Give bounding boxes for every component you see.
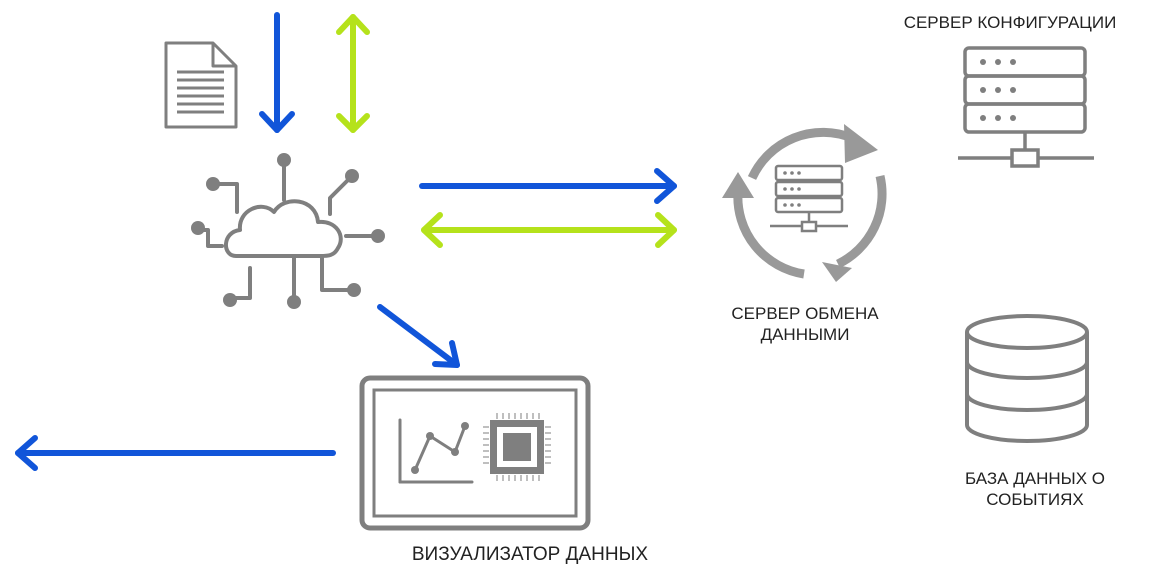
cloud-network-icon (198, 160, 378, 302)
document-icon (164, 41, 238, 129)
visualizer-label: ВИЗУАЛИЗАТОР ДАННЫХ (411, 544, 649, 565)
event-db-label: БАЗА ДАННЫХ О СОБЫТИЯХ (964, 469, 1105, 509)
cloud-network-nodes (191, 153, 385, 309)
exchange-server-label: СЕРВЕР ОБМЕНА ДАННЫМИ (731, 304, 879, 344)
chip-icon (483, 413, 551, 481)
server-rack-icon (958, 46, 1094, 168)
input-arrow-blue (259, 12, 295, 133)
database-icon (965, 314, 1089, 443)
visualizer-arrow-blue (377, 304, 460, 368)
output-arrow-blue (15, 435, 336, 471)
config-arrow-green (336, 14, 370, 133)
tablet-chart-icon (359, 375, 591, 531)
config-server-label: СЕРВЕР КОНФИГУРАЦИИ (903, 13, 1117, 32)
exchange-arrow-green (421, 212, 677, 248)
exchange-arrow-blue (419, 168, 677, 204)
sync-server-icon (722, 124, 887, 282)
